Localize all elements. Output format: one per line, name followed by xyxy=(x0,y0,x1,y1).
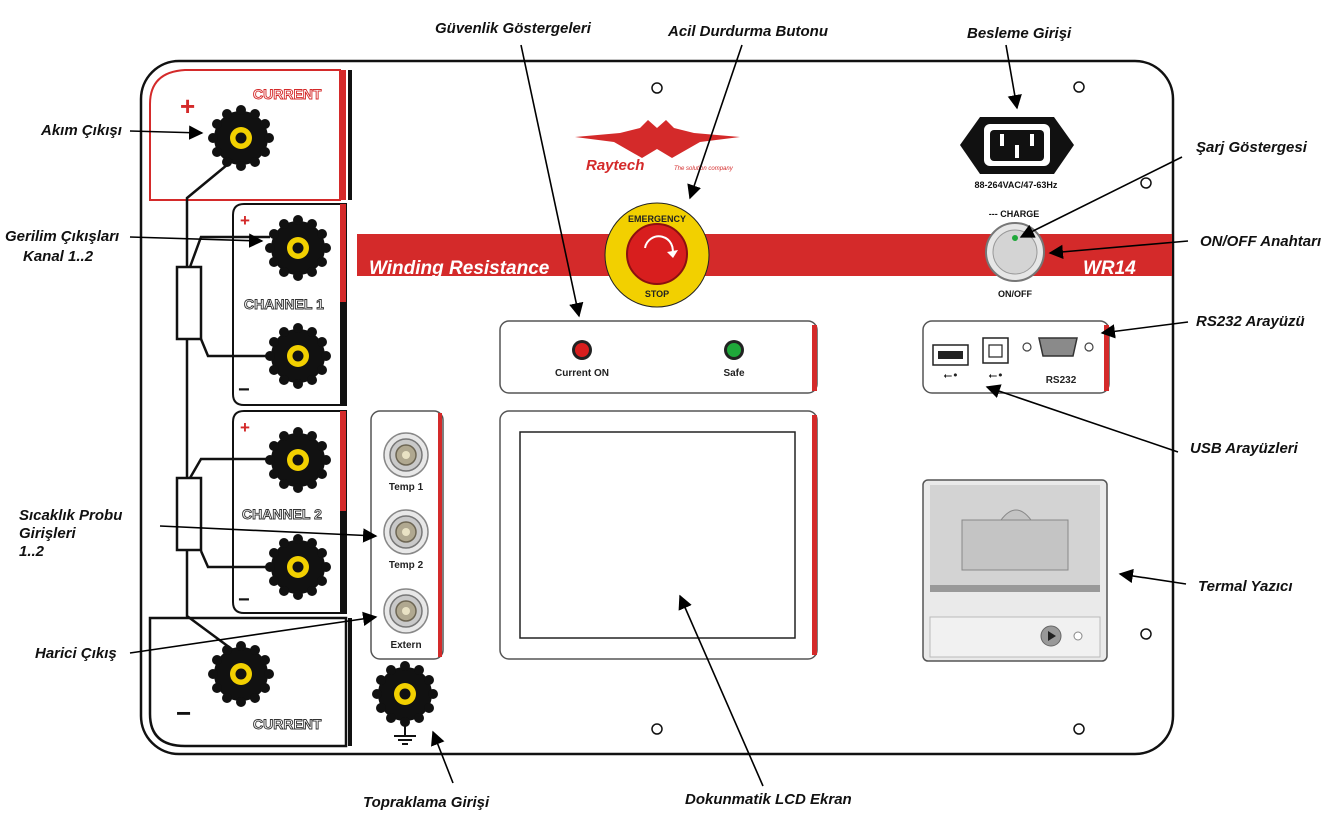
current-on-indicator xyxy=(575,343,589,357)
raytech-emblem-icon xyxy=(575,120,740,158)
ch2-minus-sign: − xyxy=(238,589,250,611)
temp1-label: Temp 1 xyxy=(389,482,424,493)
wiring-schematic xyxy=(175,159,270,652)
current-label-bottom: CURRENT xyxy=(253,716,322,732)
ground-icon xyxy=(394,724,416,745)
callout-topraklama: Topraklama Girişi xyxy=(363,794,490,811)
safe-label: Safe xyxy=(723,368,745,379)
touch-lcd-screen[interactable] xyxy=(519,431,796,639)
temp1-connector[interactable] xyxy=(383,432,429,478)
callout-arrows xyxy=(129,44,1189,787)
safety-indicator-panel xyxy=(499,320,818,394)
onoff-label: ON/OFF xyxy=(998,289,1032,299)
usb-b-port[interactable] xyxy=(982,337,1009,364)
model-label: WR14 xyxy=(1083,258,1136,279)
callout-sicaklik-line3: 1..2 xyxy=(19,543,45,560)
callout-besleme: Besleme Girişi xyxy=(967,25,1072,42)
callout-akim-cikisi: Akım Çıkışı xyxy=(41,122,122,139)
current-plus-sign: + xyxy=(180,91,195,121)
ch1-minus-sign: − xyxy=(238,379,250,401)
current-label-top: CURRENT xyxy=(253,86,322,102)
emergency-top-label: EMERGENCY xyxy=(628,214,686,224)
ch2-plus-sign: + xyxy=(240,418,250,437)
safe-indicator xyxy=(727,343,741,357)
charge-label: --- CHARGE xyxy=(989,209,1040,219)
emergency-bottom-label: STOP xyxy=(645,289,669,299)
callout-termal: Termal Yazıcı xyxy=(1198,578,1293,595)
brand-tagline: The solution company xyxy=(674,166,734,172)
temp2-connector[interactable] xyxy=(383,509,429,555)
callout-guvenlik: Güvenlik Göstergeleri xyxy=(435,20,591,37)
extern-label: Extern xyxy=(390,640,421,651)
charge-led xyxy=(1012,235,1018,241)
callout-sarj: Şarj Göstergesi xyxy=(1196,139,1307,156)
rs232-port[interactable] xyxy=(1038,337,1078,357)
callout-harici-cikis: Harici Çıkış xyxy=(35,645,117,662)
safety-panel-accent xyxy=(812,325,817,391)
thermal-printer[interactable] xyxy=(922,479,1108,662)
usb-b-symbol-icon: ⭠• xyxy=(988,369,1003,382)
printer-led xyxy=(1073,631,1083,641)
brand-name: Raytech xyxy=(586,157,644,174)
channel2-label: CHANNEL 2 xyxy=(242,506,322,522)
current-minus-sign: − xyxy=(176,698,191,728)
onoff-switch-cap xyxy=(992,229,1038,275)
usb-a-symbol-icon: ⭠• xyxy=(943,369,958,382)
interface-panel-accent xyxy=(1104,325,1109,391)
rs232-label: RS232 xyxy=(1046,375,1077,386)
lcd-accent xyxy=(812,415,817,655)
callout-acil-durdurma: Acil Durdurma Butonu xyxy=(668,23,828,40)
callout-lcd: Dokunmatik LCD Ekran xyxy=(685,791,852,808)
feed-button-icon xyxy=(1048,631,1056,641)
callout-gerilim-line1: Gerilim Çıkışları xyxy=(5,228,120,245)
callout-usb: USB Arayüzleri xyxy=(1190,440,1298,457)
usb-b-port-inner xyxy=(988,344,1003,358)
callout-rs232: RS232 Arayüzü xyxy=(1196,313,1305,330)
product-name: Winding Resistance xyxy=(369,258,550,279)
current-on-label: Current ON xyxy=(555,368,609,379)
callout-sicaklik-line2: Girişleri xyxy=(19,525,76,542)
temp2-label: Temp 2 xyxy=(389,560,424,571)
callout-onoff: ON/OFF Anahtarı xyxy=(1200,233,1322,250)
raytech-logo: Raytech The solution company xyxy=(575,120,740,174)
rs232-screw-right xyxy=(1084,342,1094,352)
callout-sicaklik-line1: Sıcaklık Probu xyxy=(19,507,123,524)
ch1-plus-sign: + xyxy=(240,211,250,230)
power-inlet[interactable] xyxy=(960,117,1074,174)
extern-connector[interactable] xyxy=(383,588,429,634)
channel1-label: CHANNEL 1 xyxy=(244,296,324,312)
emergency-stop-button[interactable]: EMERGENCY STOP xyxy=(604,202,710,308)
temp-panel-accent xyxy=(438,413,442,657)
power-rating-label: 88-264VAC/47-63Hz xyxy=(975,180,1058,190)
usb-a-port-tongue xyxy=(938,351,963,359)
rs232-screw-left xyxy=(1022,342,1032,352)
callout-gerilim-line2: Kanal 1..2 xyxy=(23,248,94,265)
